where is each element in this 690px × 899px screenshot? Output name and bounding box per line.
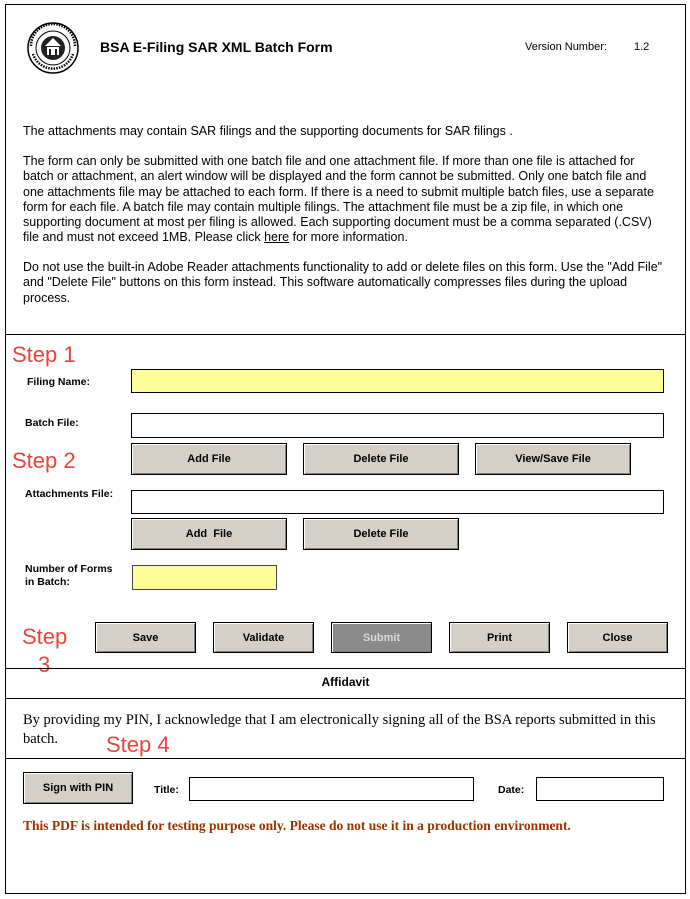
save-button[interactable]: Save: [95, 622, 196, 653]
intro-paragraph-2-tail: for more information.: [289, 230, 408, 245]
form-title: BSA E-Filing SAR XML Batch Form: [100, 39, 333, 55]
attachments-file-label: Attachments File:: [25, 488, 114, 500]
intro-paragraph-2-text: The form can only be submitted with one …: [23, 154, 654, 245]
affidavit-top-divider: [5, 668, 686, 669]
batch-view-save-file-button[interactable]: View/Save File: [475, 443, 631, 475]
step-3-number: 3: [38, 652, 51, 677]
step-1-annotation: Step 1: [12, 342, 76, 367]
close-button[interactable]: Close: [567, 622, 668, 653]
date-input[interactable]: [536, 777, 664, 801]
step-2-annotation: Step 2: [12, 448, 76, 473]
filing-name-input[interactable]: [131, 369, 664, 393]
sign-with-pin-button[interactable]: Sign with PIN: [23, 772, 133, 804]
number-of-forms-label: Number of Forms in Batch:: [25, 563, 113, 589]
intro-paragraph-1: The attachments may contain SAR filings …: [23, 124, 513, 138]
intro-paragraph-2: The form can only be submitted with one …: [23, 154, 668, 246]
more-info-link[interactable]: here: [264, 230, 290, 245]
attachments-delete-file-button[interactable]: Delete File: [303, 518, 459, 550]
number-of-forms-label-line-1: Number of Forms: [25, 563, 113, 575]
intro-paragraph-3: Do not use the built-in Adobe Reader att…: [23, 260, 663, 305]
submit-button[interactable]: Submit: [331, 622, 432, 653]
affidavit-heading: Affidavit: [321, 675, 370, 689]
affidavit-bottom-divider: [5, 698, 686, 699]
number-of-forms-input[interactable]: [132, 565, 277, 590]
batch-delete-file-button[interactable]: Delete File: [303, 443, 459, 475]
form-frame: [5, 4, 686, 894]
attachments-file-input[interactable]: [131, 490, 664, 514]
attachments-add-file-button[interactable]: Add File: [131, 518, 287, 550]
version-value: 1.2: [634, 41, 650, 53]
step-4-annotation: Step 4: [106, 732, 170, 757]
filing-name-label: Filing Name:: [27, 376, 91, 388]
testing-warning: This PDF is intended for testing purpose…: [23, 818, 571, 833]
signer-title-input[interactable]: [189, 777, 474, 801]
fincen-seal-icon: [27, 22, 79, 74]
print-button[interactable]: Print: [449, 622, 550, 653]
version-label: Version Number:: [525, 41, 607, 53]
batch-file-input[interactable]: [131, 413, 664, 438]
number-of-forms-label-line-2: in Batch:: [25, 576, 70, 588]
batch-file-label: Batch File:: [25, 417, 79, 429]
signature-divider: [5, 758, 686, 759]
step-3-annotation: Step: [22, 624, 68, 649]
batch-add-file-button[interactable]: Add File: [131, 443, 287, 475]
affidavit-text: By providing my PIN, I acknowledge that …: [23, 712, 656, 747]
section-divider: [5, 334, 686, 335]
date-label: Date:: [498, 784, 525, 796]
signer-title-label: Title:: [154, 784, 179, 796]
validate-button[interactable]: Validate: [213, 622, 314, 653]
